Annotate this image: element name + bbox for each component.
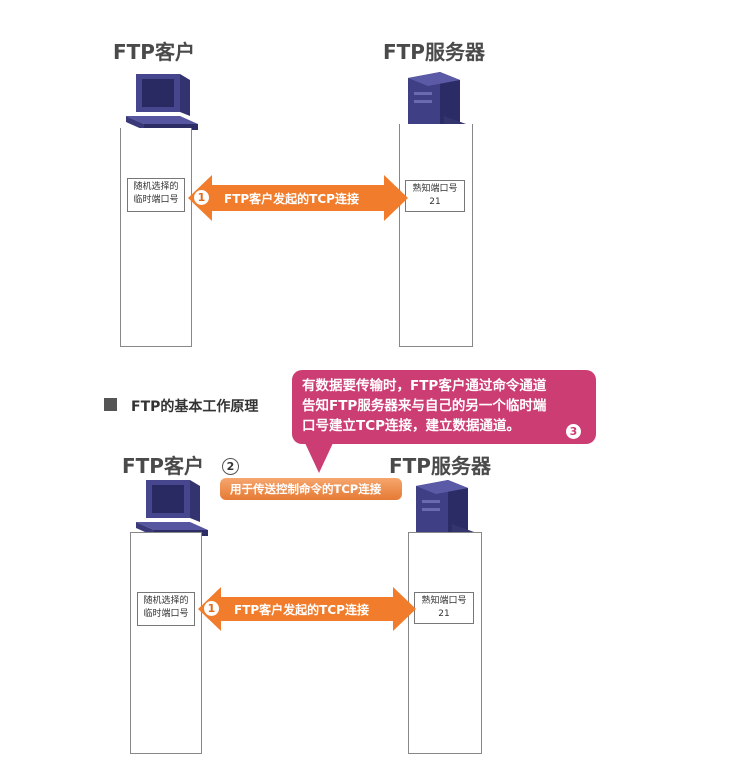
top-arrow-label: FTP客户发起的TCP连接	[224, 192, 359, 206]
bottom-server-port-line1: 熟知端口号	[421, 596, 467, 606]
bottom-tcp-arrow	[198, 587, 416, 631]
bottom-client-port-box: 随机选择的 临时端口号	[137, 592, 195, 626]
bottom-arrow-label: FTP客户发起的TCP连接	[234, 603, 369, 617]
top-server-column	[399, 124, 473, 347]
top-client-port-line1: 随机选择的	[133, 182, 179, 192]
top-server-title: FTP服务器	[383, 40, 485, 64]
top-server-port-line2: 21	[429, 197, 441, 207]
control-connection-pipe	[220, 478, 402, 500]
callout-line-1: 有数据要传输时，FTP客户通过命令通道	[302, 378, 547, 394]
bottom-client-title: FTP客户	[122, 454, 204, 478]
client-computer-icon	[126, 74, 198, 130]
top-client-title: FTP客户	[113, 40, 195, 64]
callout-tail	[305, 443, 333, 473]
top-server-port-box: 熟知端口号 21	[405, 180, 465, 212]
section-title: FTP的基本工作原理	[131, 399, 259, 415]
step-3-badge: 3	[566, 424, 581, 439]
bottom-server-column	[408, 532, 482, 754]
bottom-client-port-line2: 临时端口号	[143, 609, 189, 619]
callout-line-3: 口号建立TCP连接，建立数据通道。	[302, 418, 521, 434]
bottom-server-title: FTP服务器	[389, 454, 491, 478]
top-server-port-line1: 熟知端口号	[412, 184, 458, 194]
data-channel-callout: 有数据要传输时，FTP客户通过命令通道 告知FTP服务器来与自己的另一个临时端 …	[292, 370, 596, 444]
bottom-step-1-badge: 1	[204, 601, 219, 616]
control-connection-label: 用于传送控制命令的TCP连接	[230, 482, 382, 496]
bottom-client-port-line1: 随机选择的	[143, 596, 189, 606]
top-client-column	[120, 128, 192, 347]
bottom-server-port-line2: 21	[438, 609, 450, 619]
top-tcp-arrow	[188, 175, 408, 221]
bottom-server-port-box: 熟知端口号 21	[414, 592, 474, 624]
section-title-square-icon	[104, 398, 117, 411]
top-step-1-badge: 1	[194, 190, 209, 205]
top-client-port-line2: 临时端口号	[133, 195, 179, 205]
callout-line-2: 告知FTP服务器来与自己的另一个临时端	[302, 398, 547, 414]
bottom-client-column	[130, 532, 202, 754]
step-2-badge: 2	[222, 458, 239, 475]
top-client-port-box: 随机选择的 临时端口号	[127, 178, 185, 212]
